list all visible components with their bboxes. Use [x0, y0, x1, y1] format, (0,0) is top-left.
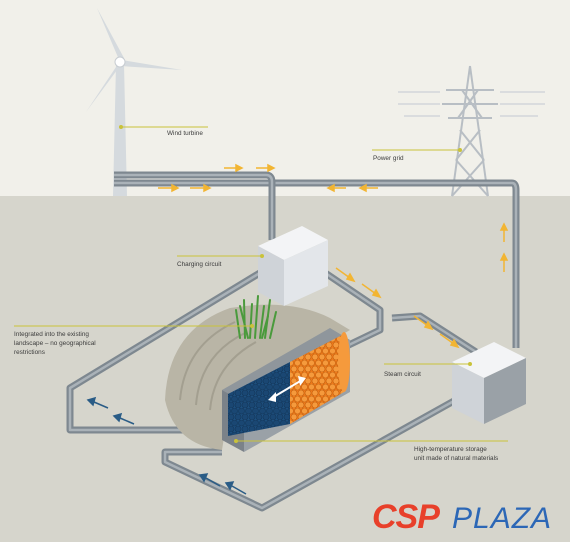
storage-unit — [222, 328, 350, 452]
label-charging-circuit: Charging circuit — [177, 261, 222, 268]
power-lines — [398, 91, 545, 117]
leader-lines — [14, 126, 508, 442]
leader-dots — [119, 125, 472, 443]
flow-arrows-blue — [86, 396, 247, 495]
flow-arrows-yellow — [158, 163, 509, 349]
right-loop-pipe — [316, 265, 478, 358]
grid-pipe — [114, 179, 520, 348]
csp-plaza-logo: CSP PLAZA — [372, 498, 552, 536]
steam-circuit-box — [452, 342, 526, 424]
label-storage-line2: unit made of natural materials — [414, 455, 498, 462]
label-landscape-line2: landscape – no geographical — [14, 340, 96, 347]
label-landscape-line3: restrictions — [14, 349, 45, 356]
label-wind-turbine: Wind turbine — [167, 130, 203, 137]
label-storage-line1: High-temperature storage — [414, 446, 487, 453]
label-power-grid: Power grid — [373, 155, 404, 162]
label-landscape-line1: Integrated into the existing — [14, 331, 89, 338]
charging-circuit-box — [258, 226, 328, 306]
logo-csp: CSP — [372, 498, 440, 536]
label-steam-circuit: Steam circuit — [384, 371, 421, 378]
power-pylon-icon — [442, 65, 498, 197]
grass-icon — [235, 295, 277, 339]
wind-turbine-icon — [86, 8, 182, 196]
wind-charging-pipe — [114, 171, 276, 240]
logo-plaza: PLAZA — [452, 502, 552, 535]
